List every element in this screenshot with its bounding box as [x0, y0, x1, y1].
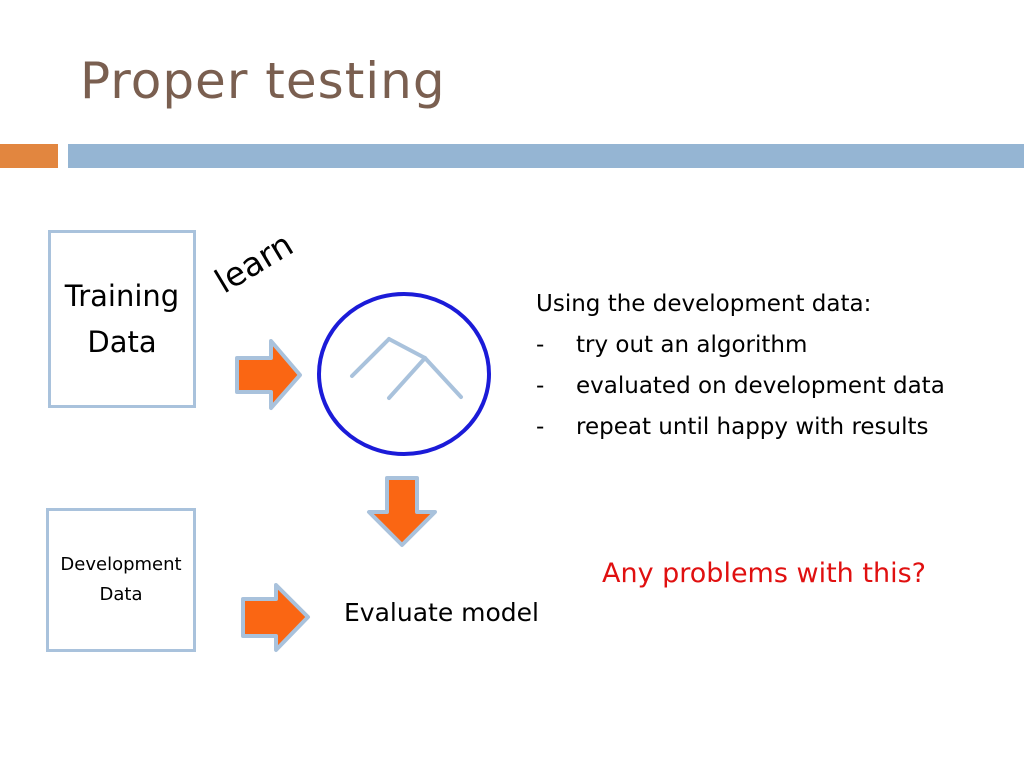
bullet-text: repeat until happy with results: [576, 414, 929, 440]
arrow-down-icon: [367, 476, 437, 547]
question-text: Any problems with this?: [602, 558, 926, 589]
decision-tree-icon: [350, 337, 463, 400]
arrow-right-icon: [235, 339, 302, 410]
bullet-marker: -: [536, 414, 545, 440]
training-box-line1: Training: [64, 279, 180, 313]
bullet-marker: -: [536, 332, 545, 358]
arrow-right-icon: [241, 583, 310, 652]
notes-heading: Using the development data:: [536, 291, 872, 317]
evaluate-model-label: Evaluate model: [344, 598, 539, 627]
dev-box-line2: Data: [99, 584, 143, 605]
bullet-marker: -: [536, 373, 545, 399]
title-divider-bar: [68, 144, 1024, 168]
bullet-text: evaluated on development data: [576, 373, 945, 399]
training-data-box: Training Data: [48, 230, 196, 408]
dev-box-line1: Development: [60, 554, 182, 575]
list-item: - try out an algorithm: [536, 325, 945, 366]
training-box-line2: Data: [87, 325, 157, 359]
bullet-text: try out an algorithm: [576, 332, 808, 358]
model-circle: [317, 292, 491, 456]
list-item: - repeat until happy with results: [536, 407, 945, 448]
slide-title: Proper testing: [80, 52, 446, 110]
list-item: - evaluated on development data: [536, 366, 945, 407]
title-accent-bar: [0, 144, 58, 168]
development-notes: Using the development data: - try out an…: [536, 284, 945, 448]
development-data-box: Development Data: [46, 508, 196, 652]
